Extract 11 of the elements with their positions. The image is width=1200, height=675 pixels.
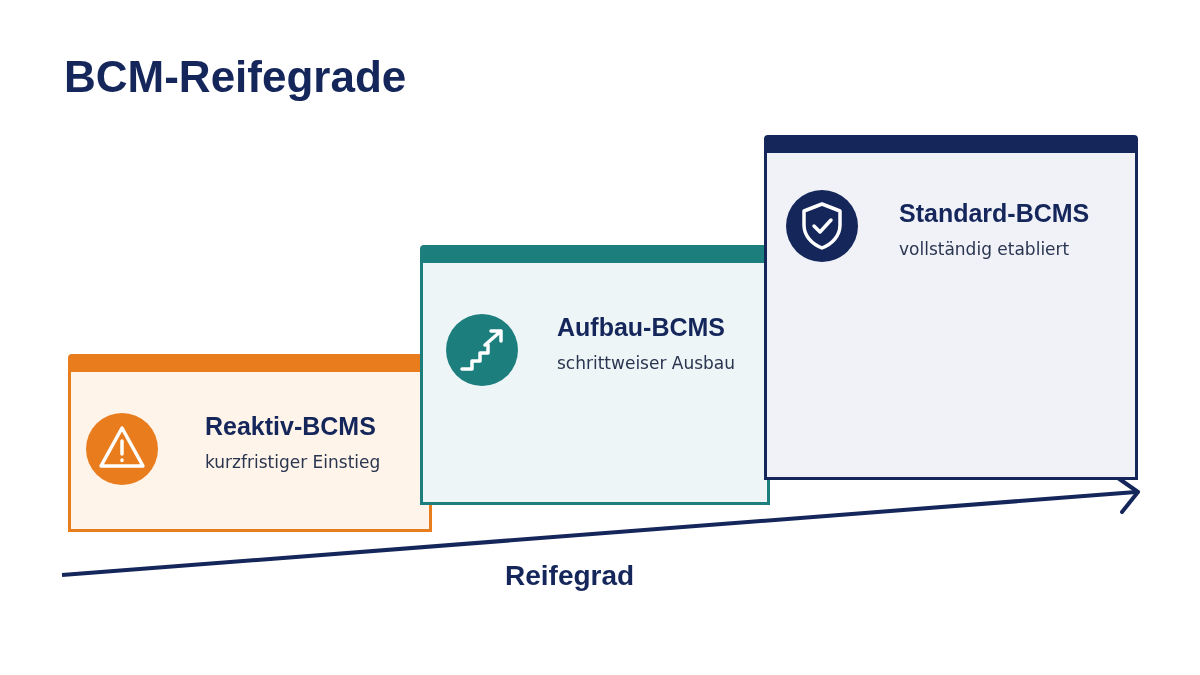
step-title: Reaktiv-BCMS — [205, 412, 376, 441]
step-box — [764, 135, 1138, 480]
step-box — [420, 245, 770, 505]
step-title: Aufbau-BCMS — [557, 313, 726, 342]
step-description: vollständig etabliert — [899, 239, 1070, 259]
axis-label: Reifegrad — [505, 560, 635, 592]
step-box — [68, 354, 432, 532]
step-title: Standard-BCMS — [899, 199, 1090, 228]
title: BCM-Reifegrade — [64, 52, 407, 102]
step-description: kurzfristiger Einstieg — [205, 452, 381, 472]
step-description: schrittweiser Ausbau — [557, 353, 736, 373]
